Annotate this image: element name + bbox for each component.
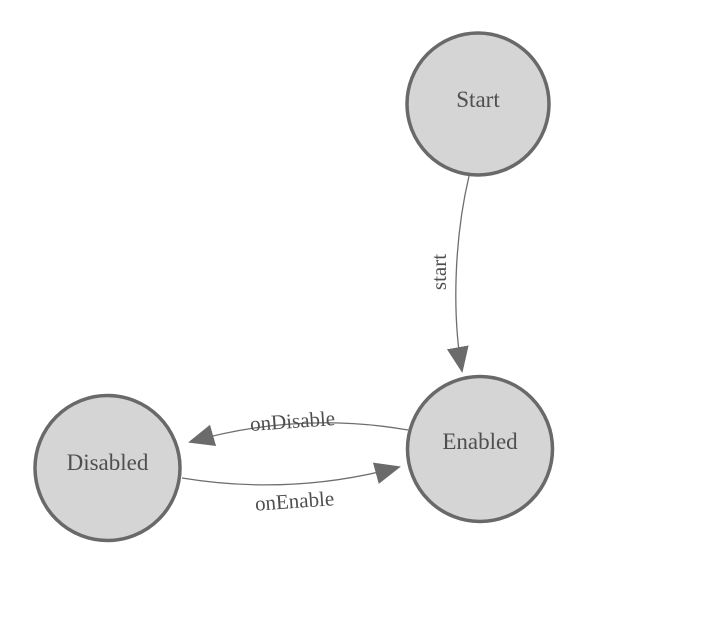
transition-onenable: onEnable (181, 462, 401, 516)
state-label-start: Start (456, 87, 500, 112)
transition-edge-ondisable[interactable] (188, 422, 409, 446)
transition-label-start: start (427, 254, 451, 290)
state-circle-disabled[interactable] (33, 393, 182, 543)
state-label-disabled: Disabled (67, 450, 149, 475)
state-circle-enabled[interactable] (405, 374, 555, 524)
state-node-enabled[interactable]: Enabled (405, 374, 555, 524)
transition-edge-start[interactable] (446, 175, 470, 373)
transition-start: start (427, 175, 470, 373)
transition-label-ondisable: onDisable (249, 406, 336, 436)
transition-ondisable: onDisable (188, 406, 409, 446)
transition-label-onenable: onEnable (254, 486, 335, 515)
transition-edge-onenable[interactable] (181, 462, 401, 486)
state-circle-start[interactable] (405, 31, 551, 177)
state-node-start[interactable]: Start (405, 31, 551, 177)
state-label-enabled: Enabled (442, 429, 518, 454)
state-node-disabled[interactable]: Disabled (33, 393, 182, 543)
